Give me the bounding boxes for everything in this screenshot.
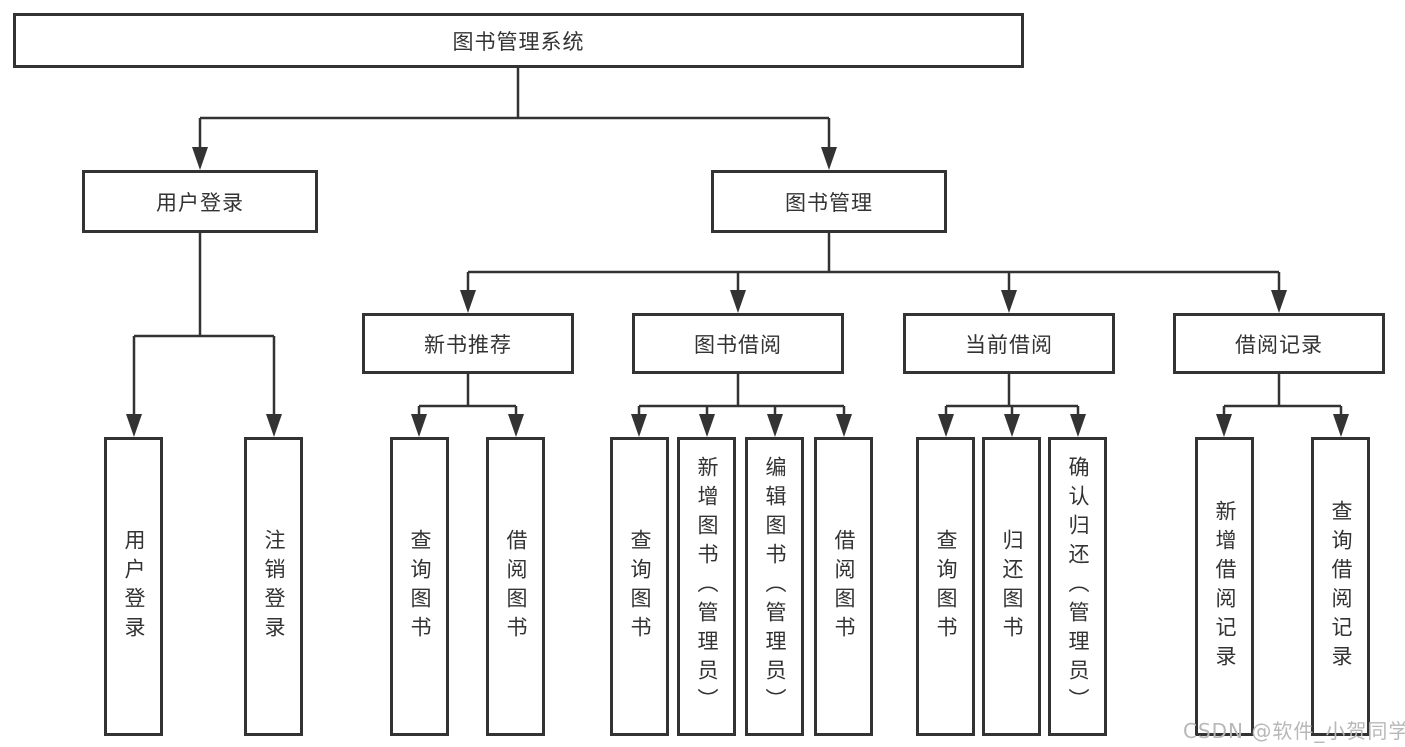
node-user-login: 用户登录	[82, 170, 318, 233]
node-book-borrowing-label: 图书借阅	[694, 332, 782, 357]
node-leaf-query-books-borrowing: 查询图书	[610, 437, 669, 736]
node-current-borrowing: 当前借阅	[903, 313, 1115, 374]
csdn-watermark: CSDN @软件_小贺同学	[1183, 719, 1405, 743]
node-new-book-recommend: 新书推荐	[362, 313, 574, 374]
node-leaf-confirm-return-admin-label: 确认归还（管理员）	[1066, 456, 1090, 717]
node-leaf-return-books-label: 归还图书	[1000, 528, 1024, 645]
node-leaf-logout-label: 注销登录	[262, 528, 286, 645]
node-leaf-add-borrow-record: 新增借阅记录	[1195, 437, 1254, 736]
node-user-login-label: 用户登录	[156, 190, 244, 215]
node-leaf-confirm-return-admin: 确认归还（管理员）	[1048, 437, 1107, 736]
node-leaf-query-books-current: 查询图书	[916, 437, 975, 736]
node-leaf-query-borrow-record: 查询借阅记录	[1311, 437, 1370, 736]
node-root-system-label: 图书管理系统	[452, 29, 585, 54]
node-leaf-add-books-admin: 新增图书（管理员）	[677, 437, 736, 736]
node-borrowing-records-label: 借阅记录	[1235, 332, 1323, 357]
node-leaf-borrow-books-recommend: 借阅图书	[486, 437, 545, 736]
node-leaf-borrow-books-label: 借阅图书	[832, 528, 856, 645]
node-new-book-recommend-label: 新书推荐	[424, 332, 512, 357]
node-leaf-edit-books-admin: 编辑图书（管理员）	[745, 437, 804, 736]
node-leaf-edit-books-admin-label: 编辑图书（管理员）	[763, 456, 787, 717]
node-leaf-add-books-admin-label: 新增图书（管理员）	[695, 456, 719, 717]
node-leaf-query-borrow-record-label: 查询借阅记录	[1329, 499, 1353, 674]
node-leaf-user-login-label: 用户登录	[122, 528, 146, 645]
node-book-management: 图书管理	[711, 170, 947, 233]
node-leaf-borrow-books: 借阅图书	[814, 437, 873, 736]
node-current-borrowing-label: 当前借阅	[965, 332, 1053, 357]
node-leaf-query-books-borrowing-label: 查询图书	[628, 528, 652, 645]
node-leaf-query-books-recommend: 查询图书	[390, 437, 449, 736]
node-book-management-label: 图书管理	[785, 190, 873, 215]
node-leaf-user-login: 用户登录	[104, 437, 163, 736]
node-leaf-add-borrow-record-label: 新增借阅记录	[1213, 499, 1237, 674]
node-borrowing-records: 借阅记录	[1173, 313, 1385, 374]
node-leaf-query-books-current-label: 查询图书	[934, 528, 958, 645]
node-root-system: 图书管理系统	[13, 13, 1024, 68]
node-leaf-query-books-recommend-label: 查询图书	[408, 528, 432, 645]
node-book-borrowing: 图书借阅	[632, 313, 844, 374]
node-leaf-borrow-books-recommend-label: 借阅图书	[504, 528, 528, 645]
node-leaf-logout: 注销登录	[244, 437, 303, 736]
node-leaf-return-books: 归还图书	[982, 437, 1041, 736]
